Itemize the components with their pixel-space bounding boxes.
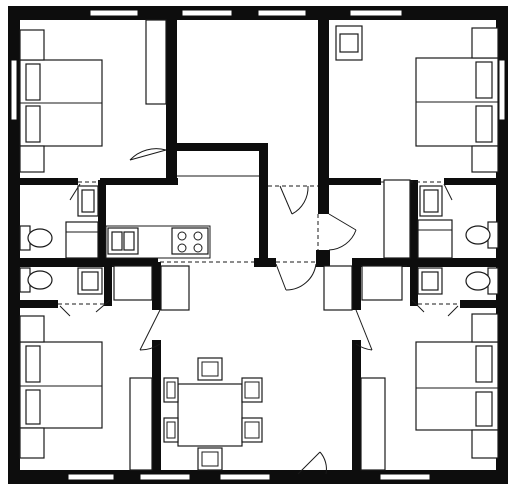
wall-center-right <box>318 18 329 214</box>
doors <box>59 148 459 475</box>
door-swing-icon <box>139 309 161 351</box>
toilet-icon <box>19 225 53 251</box>
chair-icon <box>163 377 179 403</box>
toilet-icon <box>465 221 499 249</box>
closet <box>323 265 353 311</box>
sink-icon <box>417 267 443 295</box>
sink-icon <box>77 267 103 295</box>
sink-icon <box>77 185 99 217</box>
window-left-1 <box>10 59 18 121</box>
wall-bath-right-v <box>410 180 418 264</box>
outer-wall-left <box>8 6 20 484</box>
bed-icon <box>415 27 499 173</box>
bathroom-lower-right <box>323 265 499 311</box>
door-swing-icon <box>275 263 317 291</box>
window-bottom-2 <box>139 473 191 481</box>
outer-wall-right <box>496 6 508 484</box>
bathroom-upper-left <box>19 185 99 259</box>
window-bottom-4 <box>379 473 431 481</box>
bathroom-lower-left <box>19 265 190 311</box>
bedroom-top-right <box>335 25 499 173</box>
bedroom-bottom-left <box>19 315 153 471</box>
wall-kitchen-right <box>259 143 268 263</box>
toilet-icon <box>465 267 499 295</box>
kitchen <box>105 175 259 259</box>
door-swing-icon <box>59 183 459 317</box>
wall-kitchen-top <box>177 143 267 151</box>
door-swing-icon <box>279 185 309 215</box>
sink-icon <box>107 227 139 255</box>
window-bottom-1 <box>67 473 115 481</box>
shower-icon <box>113 265 153 301</box>
bathroom-upper-right <box>383 179 499 259</box>
bed-icon <box>415 313 499 459</box>
sink-icon <box>419 185 443 217</box>
interior-walls <box>18 18 498 472</box>
shower-icon <box>65 221 99 259</box>
wall-mid-right <box>352 258 498 267</box>
chair-icon <box>197 447 223 471</box>
bedroom-bottom-right <box>360 313 499 471</box>
door-swing-icon <box>297 451 327 475</box>
door-swing-icon <box>355 309 373 351</box>
wall-lower-left-v <box>152 262 161 310</box>
dining-table <box>177 383 243 447</box>
window-right-1 <box>498 59 506 121</box>
wall-mid-center-right <box>316 250 330 267</box>
windows <box>10 9 506 481</box>
bed-icon <box>19 29 103 173</box>
window-top-1 <box>89 9 139 17</box>
chair-icon <box>163 417 179 443</box>
window-top-3 <box>257 9 307 17</box>
wall-lower-bath-right <box>410 262 418 306</box>
door-swing-icon <box>129 148 167 161</box>
bedroom-top-left <box>19 19 167 173</box>
window-bottom-3 <box>219 473 271 481</box>
shower-icon <box>417 219 453 259</box>
wall-lower-right-v <box>352 262 361 310</box>
wall-upper-right-band <box>329 178 381 185</box>
chair-icon <box>335 25 363 61</box>
wardrobe <box>145 19 167 105</box>
wall-lower-left-band <box>18 300 58 308</box>
wall-bath-left-v <box>98 180 106 264</box>
wall-lower-right-band <box>460 300 498 308</box>
stove-icon <box>171 227 209 255</box>
wall-mid-center-left <box>254 258 276 267</box>
chair-icon <box>241 377 263 403</box>
bed-icon <box>19 315 103 459</box>
window-top-4 <box>349 9 403 17</box>
wall-upper-left-band <box>18 178 78 185</box>
wall-mid-left <box>18 258 158 267</box>
wardrobe <box>129 377 153 471</box>
chair-icon <box>241 417 263 443</box>
wall-lower-bath-left <box>104 262 112 306</box>
chair-icon <box>197 357 223 381</box>
closet <box>383 179 411 259</box>
kitchen-counter <box>105 225 211 259</box>
shower-icon <box>361 265 403 301</box>
wall-lower-left-v2 <box>152 340 161 472</box>
wall-center-left <box>166 18 177 180</box>
toilet-icon <box>19 267 53 293</box>
closet <box>160 265 190 311</box>
window-top-2 <box>181 9 233 17</box>
wall-upper-right-band-2 <box>444 178 498 185</box>
dining-area <box>163 357 263 471</box>
wall-upper-left-band-2 <box>100 178 178 185</box>
wall-lower-right-v2 <box>352 340 361 472</box>
door-swing-icon <box>328 213 357 251</box>
wardrobe <box>360 377 386 471</box>
thresholds <box>58 181 460 305</box>
